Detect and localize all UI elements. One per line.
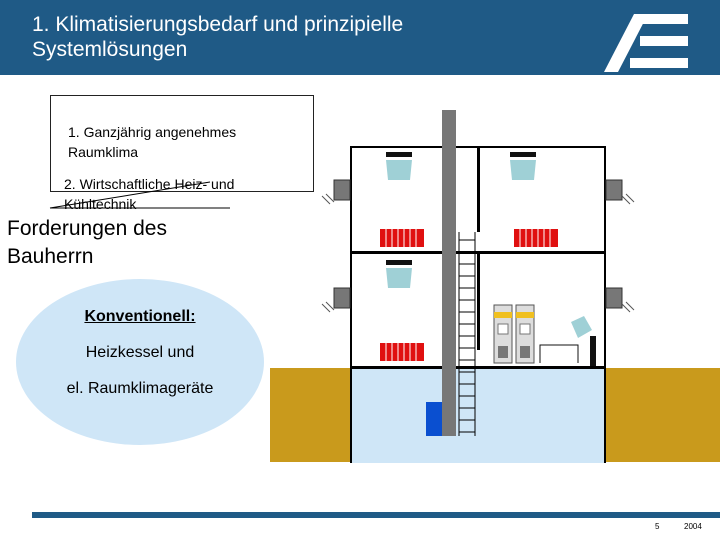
header-bar — [0, 0, 720, 75]
ladder-icon — [458, 232, 476, 436]
radiator-icon — [380, 229, 558, 361]
conventional-line-2: el. Raumklimageräte — [66, 380, 214, 397]
page-number: 5 — [655, 522, 660, 531]
conventional-ellipse — [16, 279, 264, 445]
conventional-title: Konventionell: — [84, 308, 196, 325]
company-logo — [604, 14, 688, 72]
basement — [350, 368, 606, 463]
window-icon — [333, 179, 623, 309]
boiler-icon — [493, 304, 596, 366]
footer-line — [32, 512, 720, 518]
page-title: 1. Klimatisierungsbedarf und prinzipiell… — [32, 13, 404, 61]
tank-icon — [426, 402, 442, 436]
conventional-line-1: Heizkessel und — [85, 344, 195, 361]
chimney-icon — [442, 110, 456, 436]
footer-year: 2004 — [684, 522, 702, 531]
requirement-1: 1. Ganzjährig angenehmes Raumklima — [68, 124, 237, 160]
demands-label: Forderungen des Bauherrn — [7, 217, 167, 268]
requirements-box — [50, 95, 314, 192]
air-conditioner-icon — [386, 152, 592, 338]
